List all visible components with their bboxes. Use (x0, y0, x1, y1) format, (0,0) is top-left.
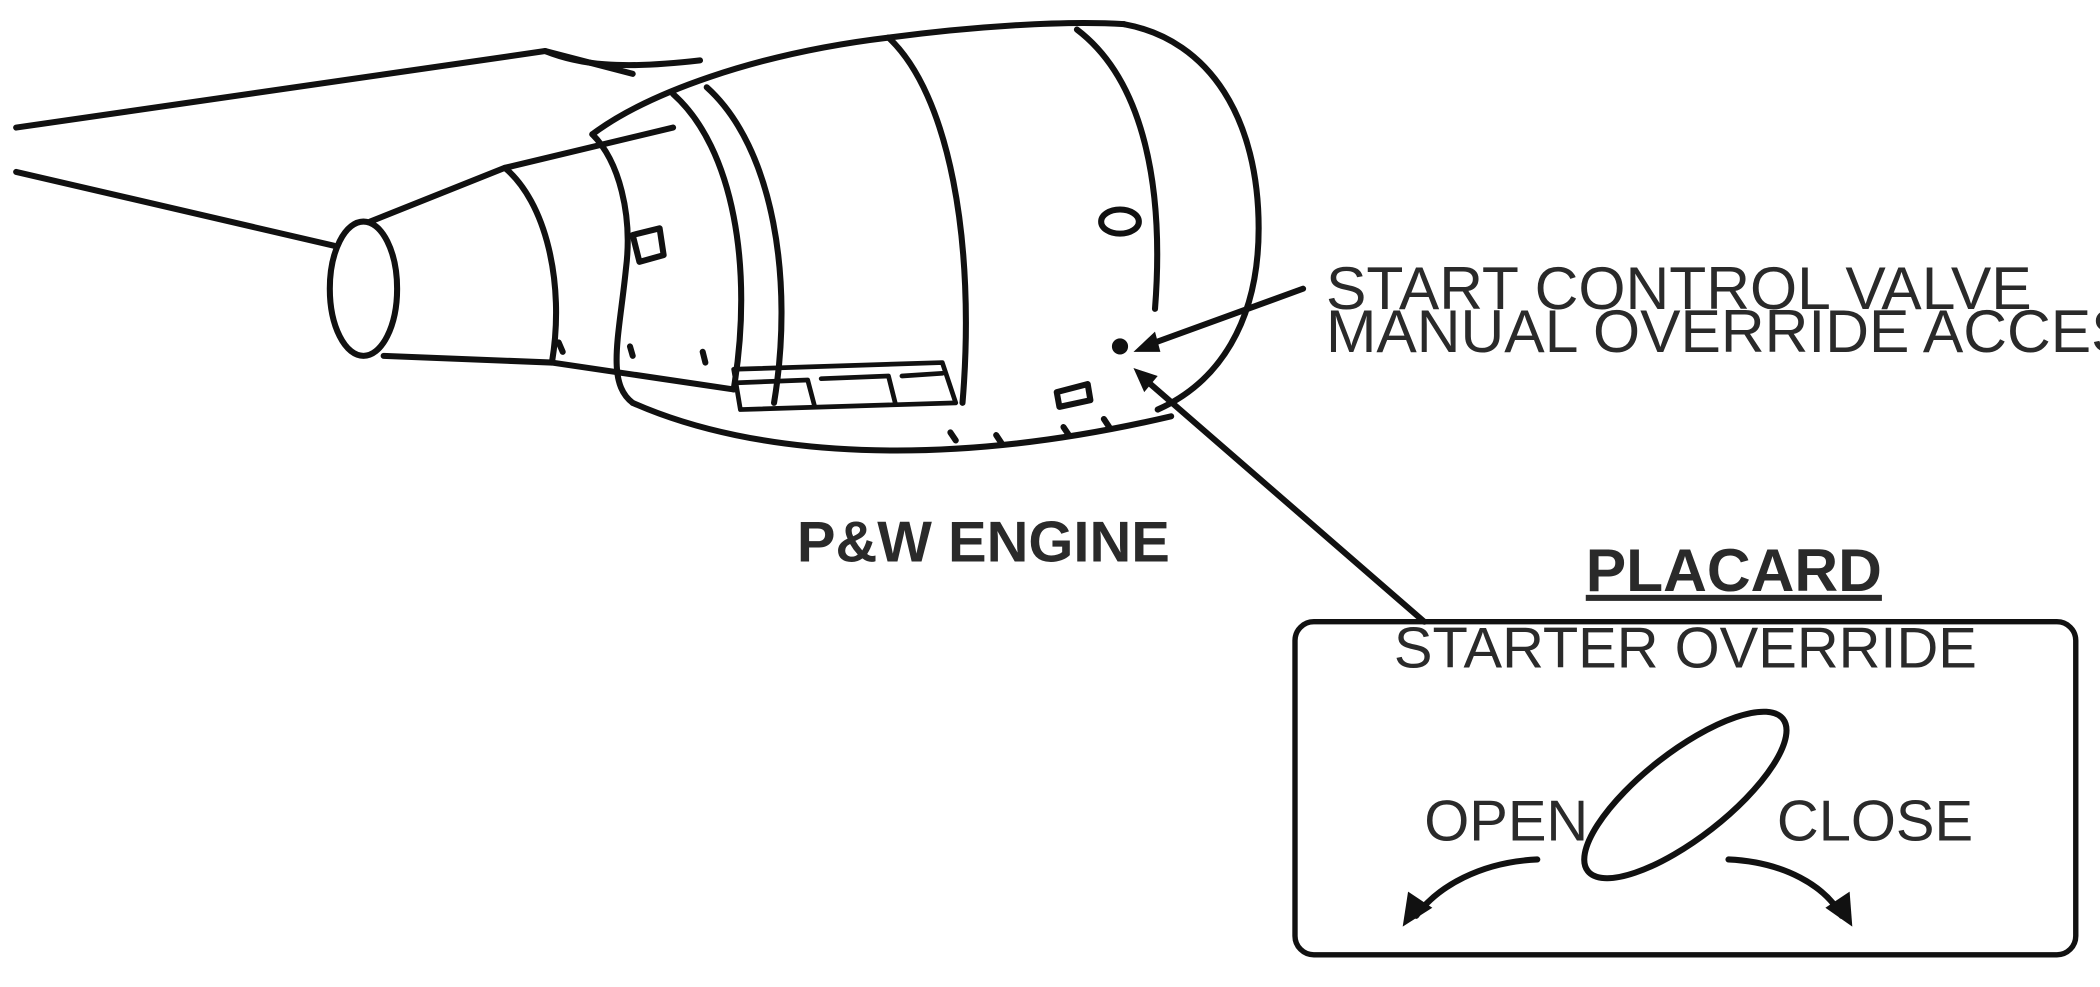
arrowhead-icon (1133, 367, 1158, 393)
close-arrow-icon (1725, 856, 1853, 927)
callout-arrows (1133, 285, 1428, 625)
engine-nacelle (326, 19, 1262, 454)
wing-pylon (13, 48, 704, 249)
valve-slot-icon (1581, 708, 1790, 882)
close-label: CLOSE (1777, 790, 1973, 854)
arrowhead-icon (1133, 331, 1161, 352)
engine-title: P&W ENGINE (797, 510, 1170, 574)
callout-line-1: START CONTROL VALVE (1326, 254, 2032, 322)
callout-line-2: MANUAL OVERRIDE ACCESS (1326, 297, 2100, 365)
override-access-port (1111, 338, 1129, 355)
placard-heading: STARTER OVERRIDE (1394, 616, 1977, 680)
open-label: OPEN (1424, 790, 1588, 854)
placard-frame (1292, 619, 2079, 958)
open-arrow-icon (1402, 856, 1541, 927)
placard-title: PLACARD (1586, 536, 1882, 604)
